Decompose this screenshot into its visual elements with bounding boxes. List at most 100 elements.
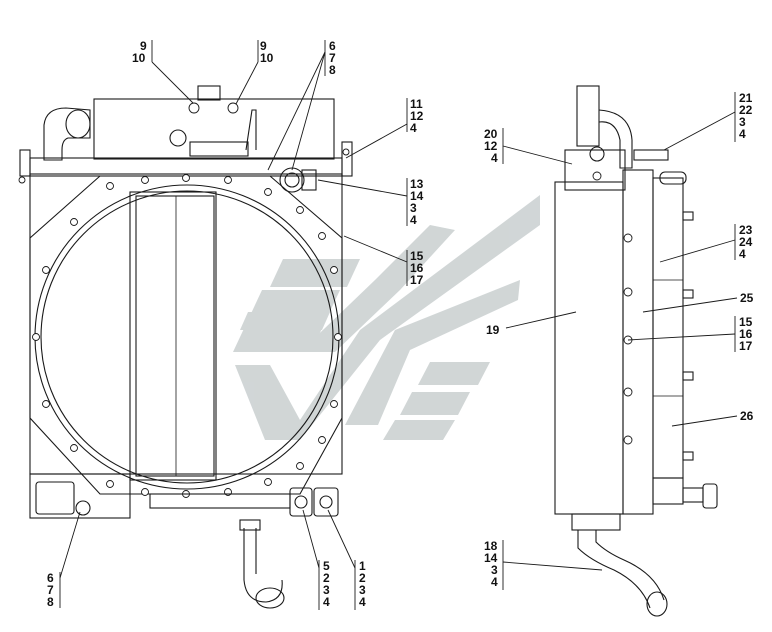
callout-label: 12 [410,109,424,123]
inlet-elbow [43,107,91,161]
callout-label: 3 [739,115,746,129]
lower-hose [243,528,283,603]
callout-label: 17 [739,339,753,353]
upper-pipe [576,85,600,147]
vent-pipe [245,109,257,151]
flange [289,487,313,517]
bolt [342,148,350,156]
callout-label: 15 [739,315,753,329]
hose-clamp [239,519,261,531]
drain-plug [75,500,91,516]
bottom-pipe [149,493,291,509]
callout-label: 2 [323,571,330,585]
bolt [188,102,200,114]
fan-ring-inner [40,190,334,484]
callout-label: 3 [323,583,330,597]
callout-label: 14 [484,551,498,565]
callout-label: 4 [359,595,366,609]
mount-hole [589,146,605,162]
top-mount-block [564,149,626,191]
callout-label: 4 [491,151,498,165]
callout-label: 26 [740,409,754,423]
callout-label: 22 [739,103,753,117]
core-panel-inner [135,195,215,477]
callout-label: 11 [410,97,423,111]
callout-label: 20 [484,127,498,141]
callout-label: 2 [359,571,366,585]
upper-elbow [598,109,633,169]
callout-label: 14 [410,189,424,203]
bracket [189,141,249,157]
bolt [623,233,633,243]
callout-label: 6 [47,571,54,585]
callout-label: 7 [329,51,336,65]
left-mount [19,149,31,177]
callout-label: 3 [491,563,498,577]
radiator-front-view [18,85,353,609]
bolt [623,287,633,297]
watermark-logo [233,195,540,440]
ring-bolts [32,174,342,498]
top-fitting [633,149,669,161]
bottom-tank [29,473,131,519]
leader-lines [59,40,738,610]
filler-neck [197,85,221,101]
cap-ribs [301,169,317,191]
lower-fitting [652,477,684,505]
callout-label: 9 [140,39,147,53]
callout-label: 8 [47,595,54,609]
radiator-cap-inner [284,172,300,188]
top-tank [93,98,335,160]
callout-label: 9 [260,39,267,53]
sensor-port [169,129,187,147]
flange-port [294,495,308,509]
callout-label: 5 [323,559,330,573]
callout-label: 16 [739,327,753,341]
callout-label: 4 [491,575,498,589]
callout-label: 12 [484,139,498,153]
side-core-rear [652,177,684,479]
callout-label: 10 [132,51,146,65]
callout-label: 16 [410,261,424,275]
hose-end [255,587,285,609]
flange-port [319,495,333,509]
callout-label: 4 [739,247,746,261]
callout-label: 6 [329,39,336,53]
radiator-side-view [554,85,718,617]
callout-label: 25 [740,291,754,305]
right-mount [341,141,353,177]
callout-label: 4 [323,595,330,609]
callout-label: 19 [486,323,500,337]
callout-label: 4 [410,213,417,227]
bolt [227,102,239,114]
drain-housing [35,481,75,515]
bolt [623,435,633,445]
bolt [18,176,26,184]
callout-label: 18 [484,539,498,553]
lower-hose-side [577,530,651,609]
callout-label: 21 [739,91,753,105]
callout-label: 3 [410,201,417,215]
side-tank [554,181,624,515]
callout-label: 23 [739,223,753,237]
radiator-cap [279,167,305,193]
lower-hose-side-inner [595,530,665,601]
fan-shroud [29,175,343,495]
bolt [592,171,602,181]
callout-label: 15 [410,249,424,263]
callout-label: 3 [359,583,366,597]
callout-label: 7 [47,583,54,597]
callout-label: 13 [410,177,424,191]
inlet-opening [65,109,91,139]
bottom-block [571,513,621,531]
callout-label: 4 [410,121,417,135]
core-panel [129,191,217,481]
flange [313,487,339,517]
callout-label: 8 [329,63,336,77]
callout-label: 1 [359,559,366,573]
callout-labels: 9 10 9 10 6 7 8 11 12 4 13 14 3 4 15 16 … [47,39,754,609]
callout-label: 17 [410,273,424,287]
hose-end-side [646,591,668,617]
